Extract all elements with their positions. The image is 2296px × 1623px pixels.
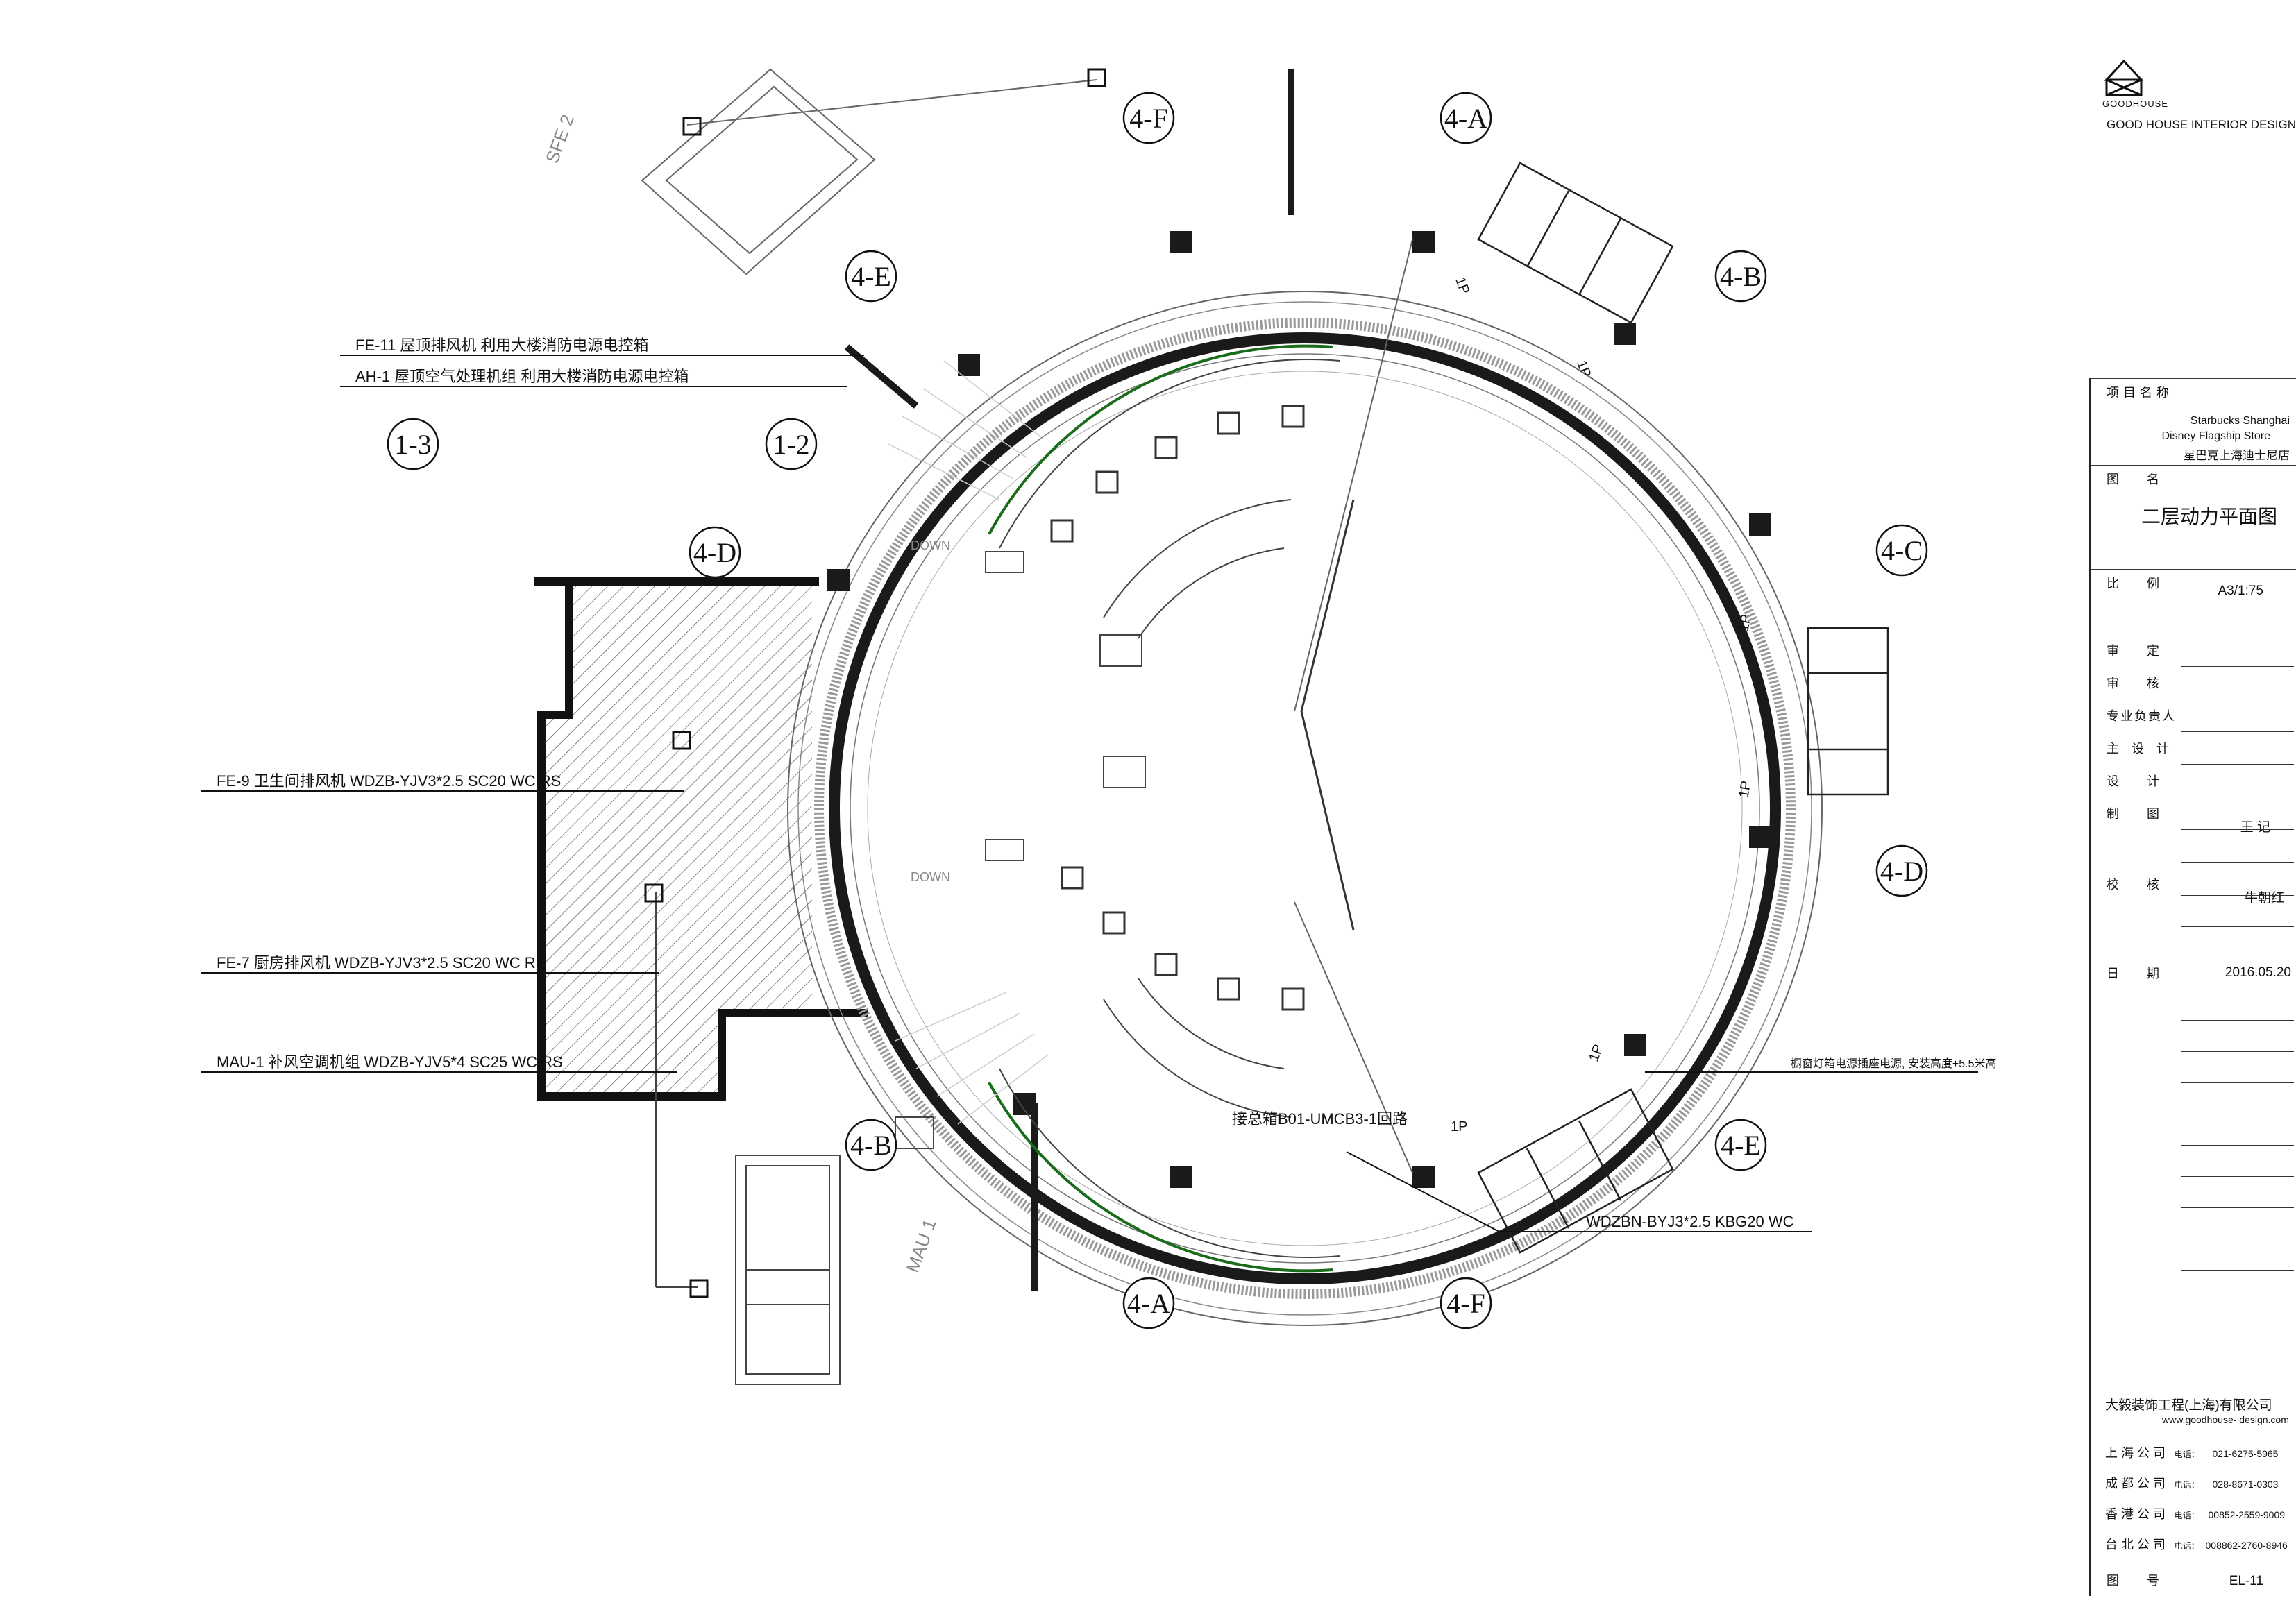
- breaker-tag-3: 1P: [1736, 613, 1754, 633]
- grid-label-4e-left: 4-E: [851, 261, 891, 292]
- scale-label: 比例: [2107, 577, 2187, 590]
- annotation-fe11: FE-11 屋顶排风机 利用大楼消防电源电控箱: [355, 337, 649, 354]
- down-label-lower: DOWN: [911, 870, 950, 884]
- mau-tag: MAU 1: [902, 1216, 940, 1275]
- chief-label: 主设计: [2107, 742, 2181, 756]
- grid-label-4b-right: 4-B: [1720, 261, 1762, 292]
- annotation-ah1: AH-1 屋顶空气处理机组 利用大楼消防电源电控箱: [355, 368, 689, 385]
- project-en-2: Disney Flagship Store: [2161, 430, 2270, 442]
- office-tel-label: 电话：: [2174, 1511, 2200, 1520]
- draw-value: 王 记: [2240, 820, 2270, 835]
- mau-unit: [655, 892, 934, 1385]
- office-row: 上 海 公 司 电话： 021-6275-5965: [2105, 1443, 2296, 1461]
- annotation-panel: 接总箱B01-UMCB3-1回路: [1232, 1110, 1408, 1128]
- office-row: 香 港 公 司 电话： 00852-2559-9009: [2105, 1504, 2296, 1522]
- drawing-name: 二层动力平面图: [2141, 506, 2277, 527]
- interior-fixtures: [985, 239, 1413, 1273]
- approve-label: 审定: [2107, 644, 2187, 658]
- title-block: 项目名称 Starbucks Shanghai Disney Flagship …: [2089, 378, 2296, 1596]
- project-label: 项目名称: [2107, 386, 2173, 400]
- equipment-symbols: [644, 68, 1106, 1298]
- office-tel: 00852-2559-9009: [2208, 1509, 2286, 1520]
- grid-label-4d-right: 4-D: [1880, 856, 1923, 887]
- tb-drawing: 图名 二层动力平面图: [2091, 465, 2296, 527]
- project-cn: 星巴克上海迪士尼店: [2184, 449, 2290, 462]
- check-label: 校核: [2107, 878, 2187, 892]
- service-room: [534, 577, 868, 1101]
- drawing-label: 图名: [2107, 473, 2187, 486]
- office-tel: 028-8671-0303: [2212, 1479, 2279, 1490]
- office-tel: 008862-2760-8946: [2205, 1540, 2288, 1551]
- tb-project: 项目名称 Starbucks Shanghai Disney Flagship …: [2091, 378, 2296, 462]
- grid-label-4f-bottom: 4-F: [1446, 1288, 1485, 1319]
- lead-label: 专业负责人: [2107, 709, 2176, 723]
- grid-bubbles: [387, 92, 1928, 1329]
- office-tel-label: 电话：: [2174, 1480, 2200, 1490]
- grid-label-13: 1-3: [394, 429, 431, 460]
- annotation-fe9: FE-9 卫生间排风机 WDZB-YJV3*2.5 SC20 WC RS: [217, 772, 561, 790]
- number-label: 图号: [2107, 1574, 2187, 1588]
- grid-label-4a-top: 4-A: [1444, 103, 1487, 134]
- brand-name: GOOD HOUSE INTERIOR DESIGN: [2107, 118, 2296, 131]
- project-en-1: Starbucks Shanghai: [2190, 415, 2290, 427]
- wall-stubs: [844, 69, 1294, 1291]
- office-city: 台 北 公 司: [2105, 1538, 2166, 1552]
- sfe-tag: SFE 2: [541, 112, 578, 166]
- date-label: 日期: [2107, 967, 2187, 980]
- annotation-fe7: FE-7 厨房排风机 WDZB-YJV3*2.5 SC20 WC RS: [217, 954, 546, 971]
- office-city: 成 都 公 司: [2105, 1477, 2166, 1490]
- stairs: [888, 360, 1049, 1125]
- annotation-right-note: 橱窗灯箱电源插座电源, 安装高度+5.5米高: [1791, 1057, 1996, 1070]
- grid-label-4a-bottom: 4-A: [1127, 1288, 1170, 1319]
- seats: [1050, 405, 1305, 1011]
- breaker-tag-4: 1P: [1736, 780, 1754, 799]
- office-tel-label: 电话：: [2174, 1541, 2200, 1551]
- breaker-tag-2: 1P: [1573, 358, 1594, 380]
- check-value: 牛朝红: [2244, 891, 2284, 906]
- leader-lines: [201, 355, 1978, 1232]
- breaker-tag-1: 1P: [1452, 275, 1472, 296]
- date-value: 2016.05.20: [2225, 965, 2291, 980]
- grid-label-4d-left: 4-D: [693, 537, 736, 568]
- goodhouse-logo-icon: [2104, 59, 2144, 96]
- scale-value: A3/1:75: [2218, 584, 2264, 598]
- office-row: 台 北 公 司 电话： 008862-2760-8946: [2105, 1535, 2296, 1553]
- grid-label-4e-right: 4-E: [1721, 1130, 1761, 1161]
- annotation-mau1: MAU-1 补风空调机组 WDZB-YJV5*4 SC25 WC RS: [217, 1053, 563, 1071]
- upper-left-fixture: [641, 68, 1097, 275]
- grid-label-4b-bottom: 4-B: [850, 1130, 892, 1161]
- office-city: 香 港 公 司: [2105, 1507, 2166, 1521]
- grid-label-12: 1-2: [773, 429, 809, 460]
- review-label: 审核: [2107, 677, 2187, 690]
- office-city: 上 海 公 司: [2105, 1446, 2166, 1460]
- grid-label-4f-top: 4-F: [1129, 103, 1168, 134]
- breaker-tag-5: 1P: [1586, 1042, 1606, 1064]
- design-label: 设计: [2107, 774, 2187, 788]
- bay-windows: [1477, 162, 1889, 1254]
- number-value: EL-11: [2229, 1574, 2263, 1588]
- annotation-cable: WDZBN-BYJ3*2.5 KBG20 WC: [1586, 1213, 1794, 1230]
- office-tel-label: 电话：: [2174, 1450, 2200, 1459]
- down-label-upper: DOWN: [911, 538, 950, 552]
- breaker-tag-6: 1P: [1451, 1119, 1467, 1135]
- company-name: 大毅装饰工程(上海)有限公司: [2105, 1398, 2272, 1413]
- company-web: www.goodhouse- design.com: [2162, 1414, 2289, 1425]
- office-tel: 021-6275-5965: [2212, 1448, 2279, 1459]
- grid-label-4c: 4-C: [1881, 535, 1923, 566]
- draw-label: 制图: [2107, 807, 2187, 821]
- office-row: 成 都 公 司 电话： 028-8671-0303: [2105, 1474, 2296, 1492]
- rotunda-walls: [787, 291, 1823, 1326]
- logo-text: GOODHOUSE: [2102, 99, 2168, 109]
- columns: [827, 231, 1771, 1188]
- tb-scale: 比例 A3/1:75: [2091, 569, 2296, 598]
